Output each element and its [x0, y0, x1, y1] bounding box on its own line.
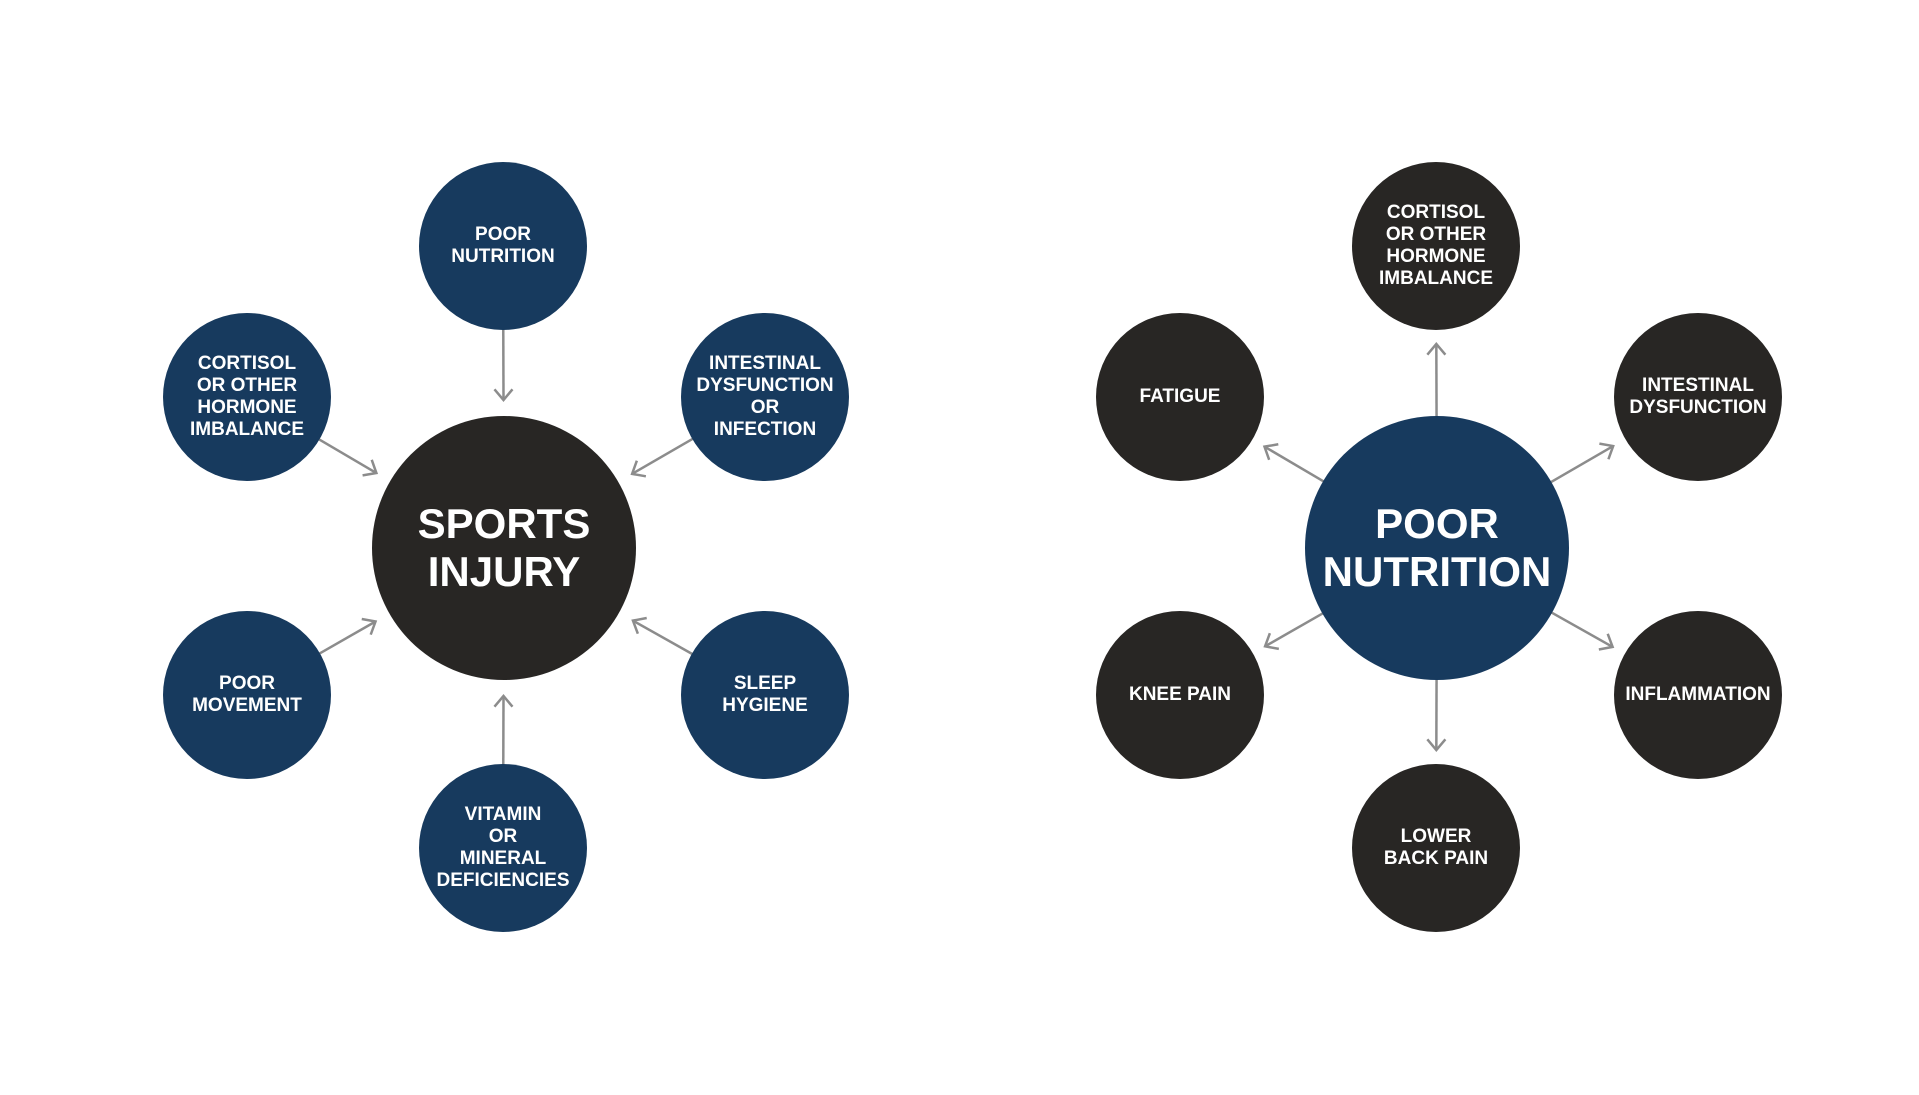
arrowhead-icon: [1426, 738, 1447, 752]
satellite-node: FATIGUE: [1096, 313, 1264, 481]
satellite-node-label-line: INFLAMMATION: [1625, 684, 1771, 705]
satellite-node-label-line: NUTRITION: [451, 246, 555, 267]
arrowhead-icon: [1598, 633, 1615, 651]
hub-node-1-label-line: NUTRITION: [1322, 548, 1552, 595]
arrow-inward: [493, 327, 514, 402]
arrow-inward: [317, 617, 378, 656]
arrowhead-icon: [1426, 342, 1447, 356]
satellite-node: KNEE PAIN: [1096, 611, 1264, 779]
arrowhead-icon: [1263, 632, 1280, 651]
satellite-node-label-line: OR: [488, 826, 518, 847]
satellite-node-label-line: CORTISOL: [1386, 202, 1486, 223]
satellite-node-label-line: BACK PAIN: [1383, 848, 1489, 869]
satellite-node-label-line: DEFICIENCIES: [436, 870, 570, 891]
arrowhead-icon: [1262, 443, 1279, 461]
satellite-node-label-line: OR OTHER: [196, 375, 298, 396]
satellite-node-label-line: IMBALANCE: [1379, 268, 1493, 289]
arrowhead-icon: [362, 459, 379, 477]
arrowhead-icon: [361, 617, 378, 636]
satellite-node-label-line: MINERAL: [459, 848, 547, 869]
satellite-node-label-line: INTESTINAL: [709, 353, 821, 374]
satellite-node-label-line: LOWER: [1400, 826, 1472, 847]
satellite-node-label-line: INFECTION: [713, 419, 817, 440]
satellite-node: INFLAMMATION: [1614, 611, 1782, 779]
arrow-outward: [1549, 610, 1615, 651]
satellite-node-label-line: IMBALANCE: [190, 419, 304, 440]
hub-node-1-label-line: POOR: [1375, 500, 1499, 547]
arrow-inward: [631, 616, 695, 656]
satellite-node-label-line: INTESTINAL: [1642, 375, 1754, 396]
hub-node-0-label-line: INJURY: [427, 548, 581, 595]
arrow-outward: [1548, 442, 1615, 484]
arrow-inward: [493, 694, 514, 767]
arrowhead-icon: [630, 460, 647, 478]
satellite-node-label-line: OR: [750, 397, 780, 418]
satellite-node-label-line: POOR: [219, 673, 275, 694]
satellite-node-label-line: SLEEP: [733, 673, 797, 694]
satellite-node-label-line: KNEE PAIN: [1128, 684, 1232, 705]
arrow-outward: [1262, 443, 1326, 484]
satellite-node-label-line: DYSFUNCTION: [696, 375, 834, 396]
arrowhead-icon: [493, 694, 514, 708]
satellite-node-label-line: HORMONE: [197, 397, 297, 418]
satellite-node-label-line: FATIGUE: [1139, 386, 1221, 407]
arrow-outward: [1263, 611, 1325, 651]
satellite-node-label-line: VITAMIN: [464, 804, 542, 825]
arrow-outward: [1426, 342, 1447, 419]
arrowhead-icon: [1599, 442, 1615, 460]
satellite-node-label-line: POOR: [475, 224, 531, 245]
satellite-node-label-line: HORMONE: [1386, 246, 1486, 267]
arrow-inward: [630, 436, 695, 478]
satellite-node-label-line: DYSFUNCTION: [1629, 397, 1767, 418]
arrowhead-icon: [631, 616, 647, 635]
arrow-outward: [1426, 677, 1447, 752]
satellite-node-label-line: CORTISOL: [197, 353, 297, 374]
hub-node-0-label-line: SPORTS: [417, 500, 591, 547]
arrowhead-icon: [493, 388, 514, 402]
satellite-node-label-line: HYGIENE: [722, 695, 808, 716]
arrow-inward: [317, 437, 379, 477]
satellite-node-label-line: MOVEMENT: [192, 695, 302, 716]
satellite-node-label-line: OR OTHER: [1385, 224, 1487, 245]
